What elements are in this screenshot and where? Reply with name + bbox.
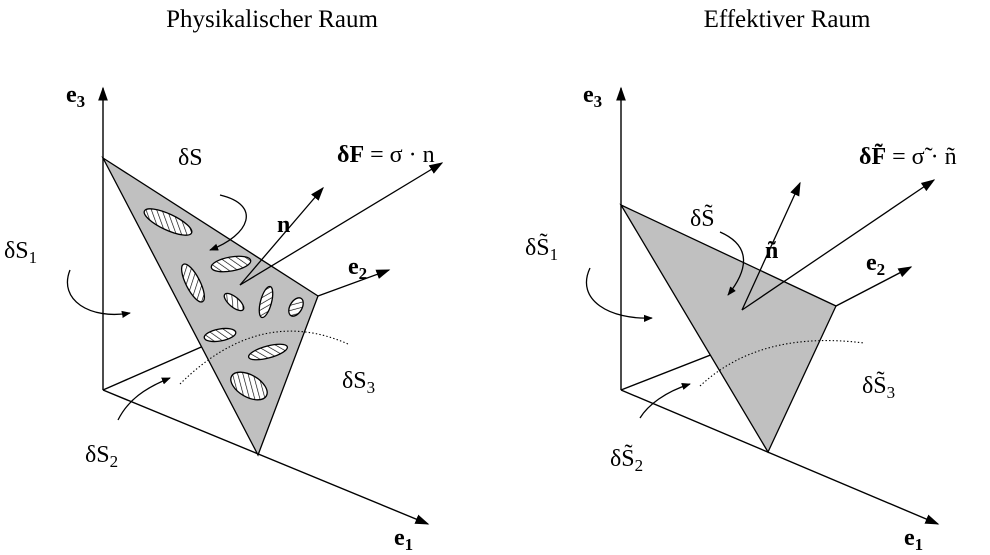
axis-e1 xyxy=(102,389,430,525)
dotted-arc xyxy=(179,330,349,385)
label-dS1: δS1 xyxy=(4,238,37,267)
leader-dS2 xyxy=(639,383,691,419)
cut-surface xyxy=(101,156,319,457)
axis-e2 xyxy=(317,269,391,297)
label-e3: e3 xyxy=(66,82,85,111)
void xyxy=(258,285,274,319)
normal-vector xyxy=(741,181,801,311)
label-force: δF̃ = σ̃ · ñ xyxy=(859,144,957,170)
leader-dS1 xyxy=(585,267,653,322)
leader-dS xyxy=(719,231,745,296)
label-dS3: δS3 xyxy=(342,368,375,397)
void xyxy=(143,208,193,236)
normal-vector xyxy=(239,186,324,286)
cut-surface xyxy=(619,203,837,454)
panel-title: Physikalischer Raum xyxy=(166,6,378,33)
label-e2: e2 xyxy=(348,254,367,283)
void xyxy=(247,343,289,361)
panel-effective: Effektiver Raum e3 e2 e1 δS̃ δS̃1 δS̃2 δ… xyxy=(525,6,957,554)
void xyxy=(210,255,252,273)
label-e1: e1 xyxy=(904,525,923,554)
void xyxy=(288,297,304,317)
leader-dS2 xyxy=(117,377,171,421)
leader-dS1 xyxy=(66,269,131,318)
label-e2: e2 xyxy=(866,250,885,279)
force-vector xyxy=(239,162,444,286)
label-normal: ñ xyxy=(765,238,778,264)
label-force: δF = σ · n xyxy=(337,142,435,168)
axis-e2 xyxy=(835,266,913,307)
panel-title: Effektiver Raum xyxy=(704,6,871,33)
axis-e1 xyxy=(620,389,940,525)
label-e3: e3 xyxy=(583,82,602,111)
label-dS: δS xyxy=(178,145,203,171)
leader-dS xyxy=(209,194,247,251)
voids xyxy=(143,208,304,401)
void xyxy=(203,327,237,343)
void xyxy=(223,292,245,312)
label-dS3: δS̃3 xyxy=(862,371,895,402)
label-dS: δS̃ xyxy=(690,204,715,232)
label-e1: e1 xyxy=(394,525,413,554)
panel-physical: Physikalischer Raum e3 xyxy=(4,6,444,554)
label-dS2: δS̃2 xyxy=(610,444,643,475)
void xyxy=(230,371,268,401)
void xyxy=(180,263,206,303)
label-normal: n xyxy=(277,212,290,238)
dotted-arc xyxy=(699,340,865,387)
label-dS2: δS2 xyxy=(85,442,118,471)
label-dS1: δS̃1 xyxy=(525,233,558,264)
force-vector xyxy=(741,179,936,311)
